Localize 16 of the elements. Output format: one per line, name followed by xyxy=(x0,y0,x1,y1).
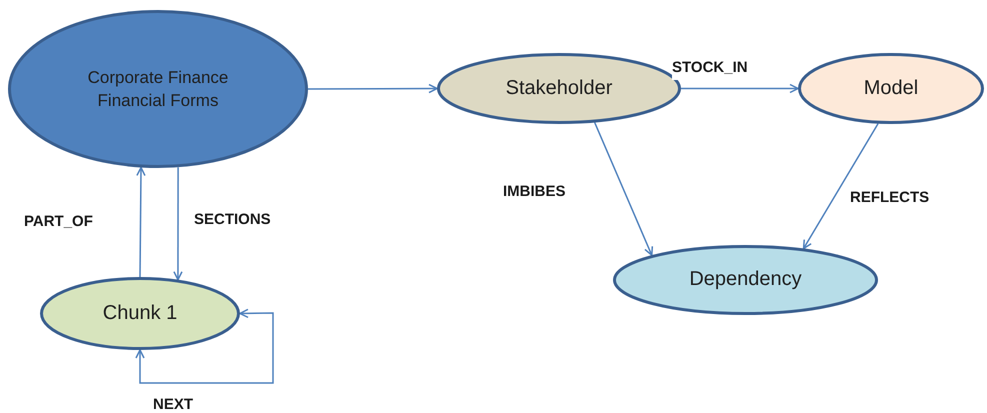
arrow xyxy=(802,123,879,250)
arrow xyxy=(136,166,146,277)
ellipse-node xyxy=(798,53,984,124)
node-label: Corporate Finance Financial Forms xyxy=(86,66,230,112)
node-label: Chunk 1 xyxy=(102,300,178,326)
arrow xyxy=(135,308,274,384)
node-label: Stakeholder xyxy=(506,76,612,101)
arrow xyxy=(173,167,183,280)
arrow xyxy=(308,84,438,94)
ellipse-node xyxy=(40,277,240,350)
ellipse-node xyxy=(8,10,308,168)
arrow xyxy=(681,84,799,94)
node-label: Dependency xyxy=(689,267,802,292)
arrow xyxy=(594,122,654,256)
node-label: Model xyxy=(864,76,918,101)
ellipse-node xyxy=(613,245,878,315)
